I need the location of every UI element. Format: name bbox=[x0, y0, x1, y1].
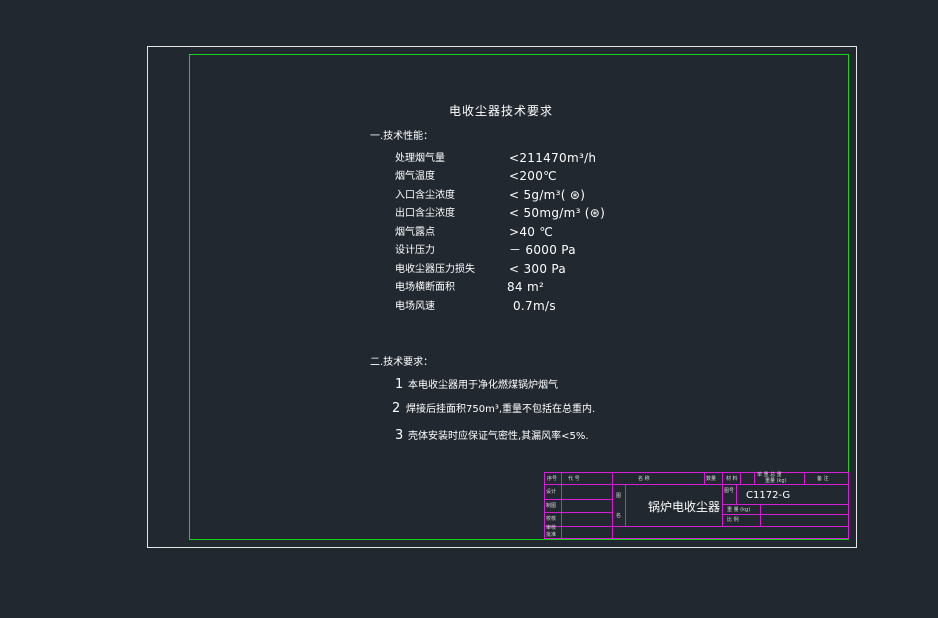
header-name: 名 称 bbox=[638, 476, 650, 482]
code-label: 图号 bbox=[724, 488, 735, 494]
spec-value: 84 m² bbox=[507, 280, 545, 294]
spec-value: 0.7m/s bbox=[513, 299, 556, 313]
header-seq: 序号 bbox=[547, 476, 558, 482]
header-material: 材 料 bbox=[726, 476, 738, 482]
spec-value: < 5g/m³( ⊛) bbox=[509, 188, 586, 202]
title-block: 序号 代 号 名 称 数量 材 料 单 重 总 重 重量 (kg) 备 注 设计… bbox=[544, 472, 849, 539]
total-weight-label: 重 量 (kg) bbox=[727, 507, 751, 513]
spec-label: 设计压力 bbox=[395, 245, 435, 256]
paper-sheet-border bbox=[147, 46, 857, 548]
row-draw: 制图 bbox=[546, 503, 557, 509]
requirement-number: 2 bbox=[392, 401, 401, 416]
drawing-code: C1172-G bbox=[746, 490, 791, 501]
row-audit: 审核 bbox=[546, 525, 557, 531]
section-requirements-heading: 二.技术要求： bbox=[370, 357, 434, 368]
drawing-frame bbox=[189, 54, 849, 540]
header-weight: 单 重 总 重 bbox=[757, 472, 782, 478]
row-design: 设计 bbox=[546, 489, 557, 495]
requirement-number: 3 bbox=[395, 428, 404, 443]
spec-label: 入口含尘浓度 bbox=[395, 190, 455, 201]
spec-label: 烟气露点 bbox=[395, 227, 435, 238]
header-weight-unit: 重量 (kg) bbox=[765, 478, 787, 484]
header-note: 备 注 bbox=[817, 476, 829, 482]
spec-label: 处理烟气量 bbox=[395, 153, 445, 164]
spec-value: < 300 Pa bbox=[509, 262, 567, 276]
requirement-text: 本电收尘器用于净化燃煤锅炉烟气 bbox=[408, 380, 558, 391]
label-drawing-a: 图 bbox=[616, 493, 622, 499]
requirement-number: 1 bbox=[395, 377, 404, 392]
spec-label: 出口含尘浓度 bbox=[395, 208, 455, 219]
drawing-title: 电收尘器技术要求 bbox=[449, 104, 554, 118]
requirement-text: 焊接后挂面积750m³,重量不包括在总重内. bbox=[406, 404, 596, 415]
spec-value: < 50mg/m³ (⊛) bbox=[509, 206, 606, 220]
spec-value: >40 ℃ bbox=[509, 225, 554, 239]
section-performance-heading: 一.技术性能： bbox=[370, 131, 434, 142]
requirement-text: 壳体安装时应保证气密性,其漏风率<5%. bbox=[408, 431, 589, 442]
spec-value: － 6000 Pa bbox=[509, 243, 576, 257]
spec-label: 电收尘器压力损失 bbox=[395, 264, 475, 275]
part-name: 锅炉电收尘器 bbox=[648, 500, 721, 514]
label-drawing-b: 名 bbox=[616, 513, 622, 519]
spec-label: 电场横断面积 bbox=[395, 282, 455, 293]
spec-label: 电场风速 bbox=[395, 301, 435, 312]
row-approve: 批准 bbox=[546, 532, 557, 538]
header-qty: 数量 bbox=[706, 476, 717, 482]
ratio-label: 比 例 bbox=[727, 517, 739, 523]
spec-value: <211470m³/h bbox=[509, 151, 597, 165]
header-code: 代 号 bbox=[568, 476, 580, 482]
spec-value: <200℃ bbox=[509, 169, 557, 183]
spec-label: 烟气温度 bbox=[395, 171, 435, 182]
row-check: 校核 bbox=[546, 516, 557, 522]
